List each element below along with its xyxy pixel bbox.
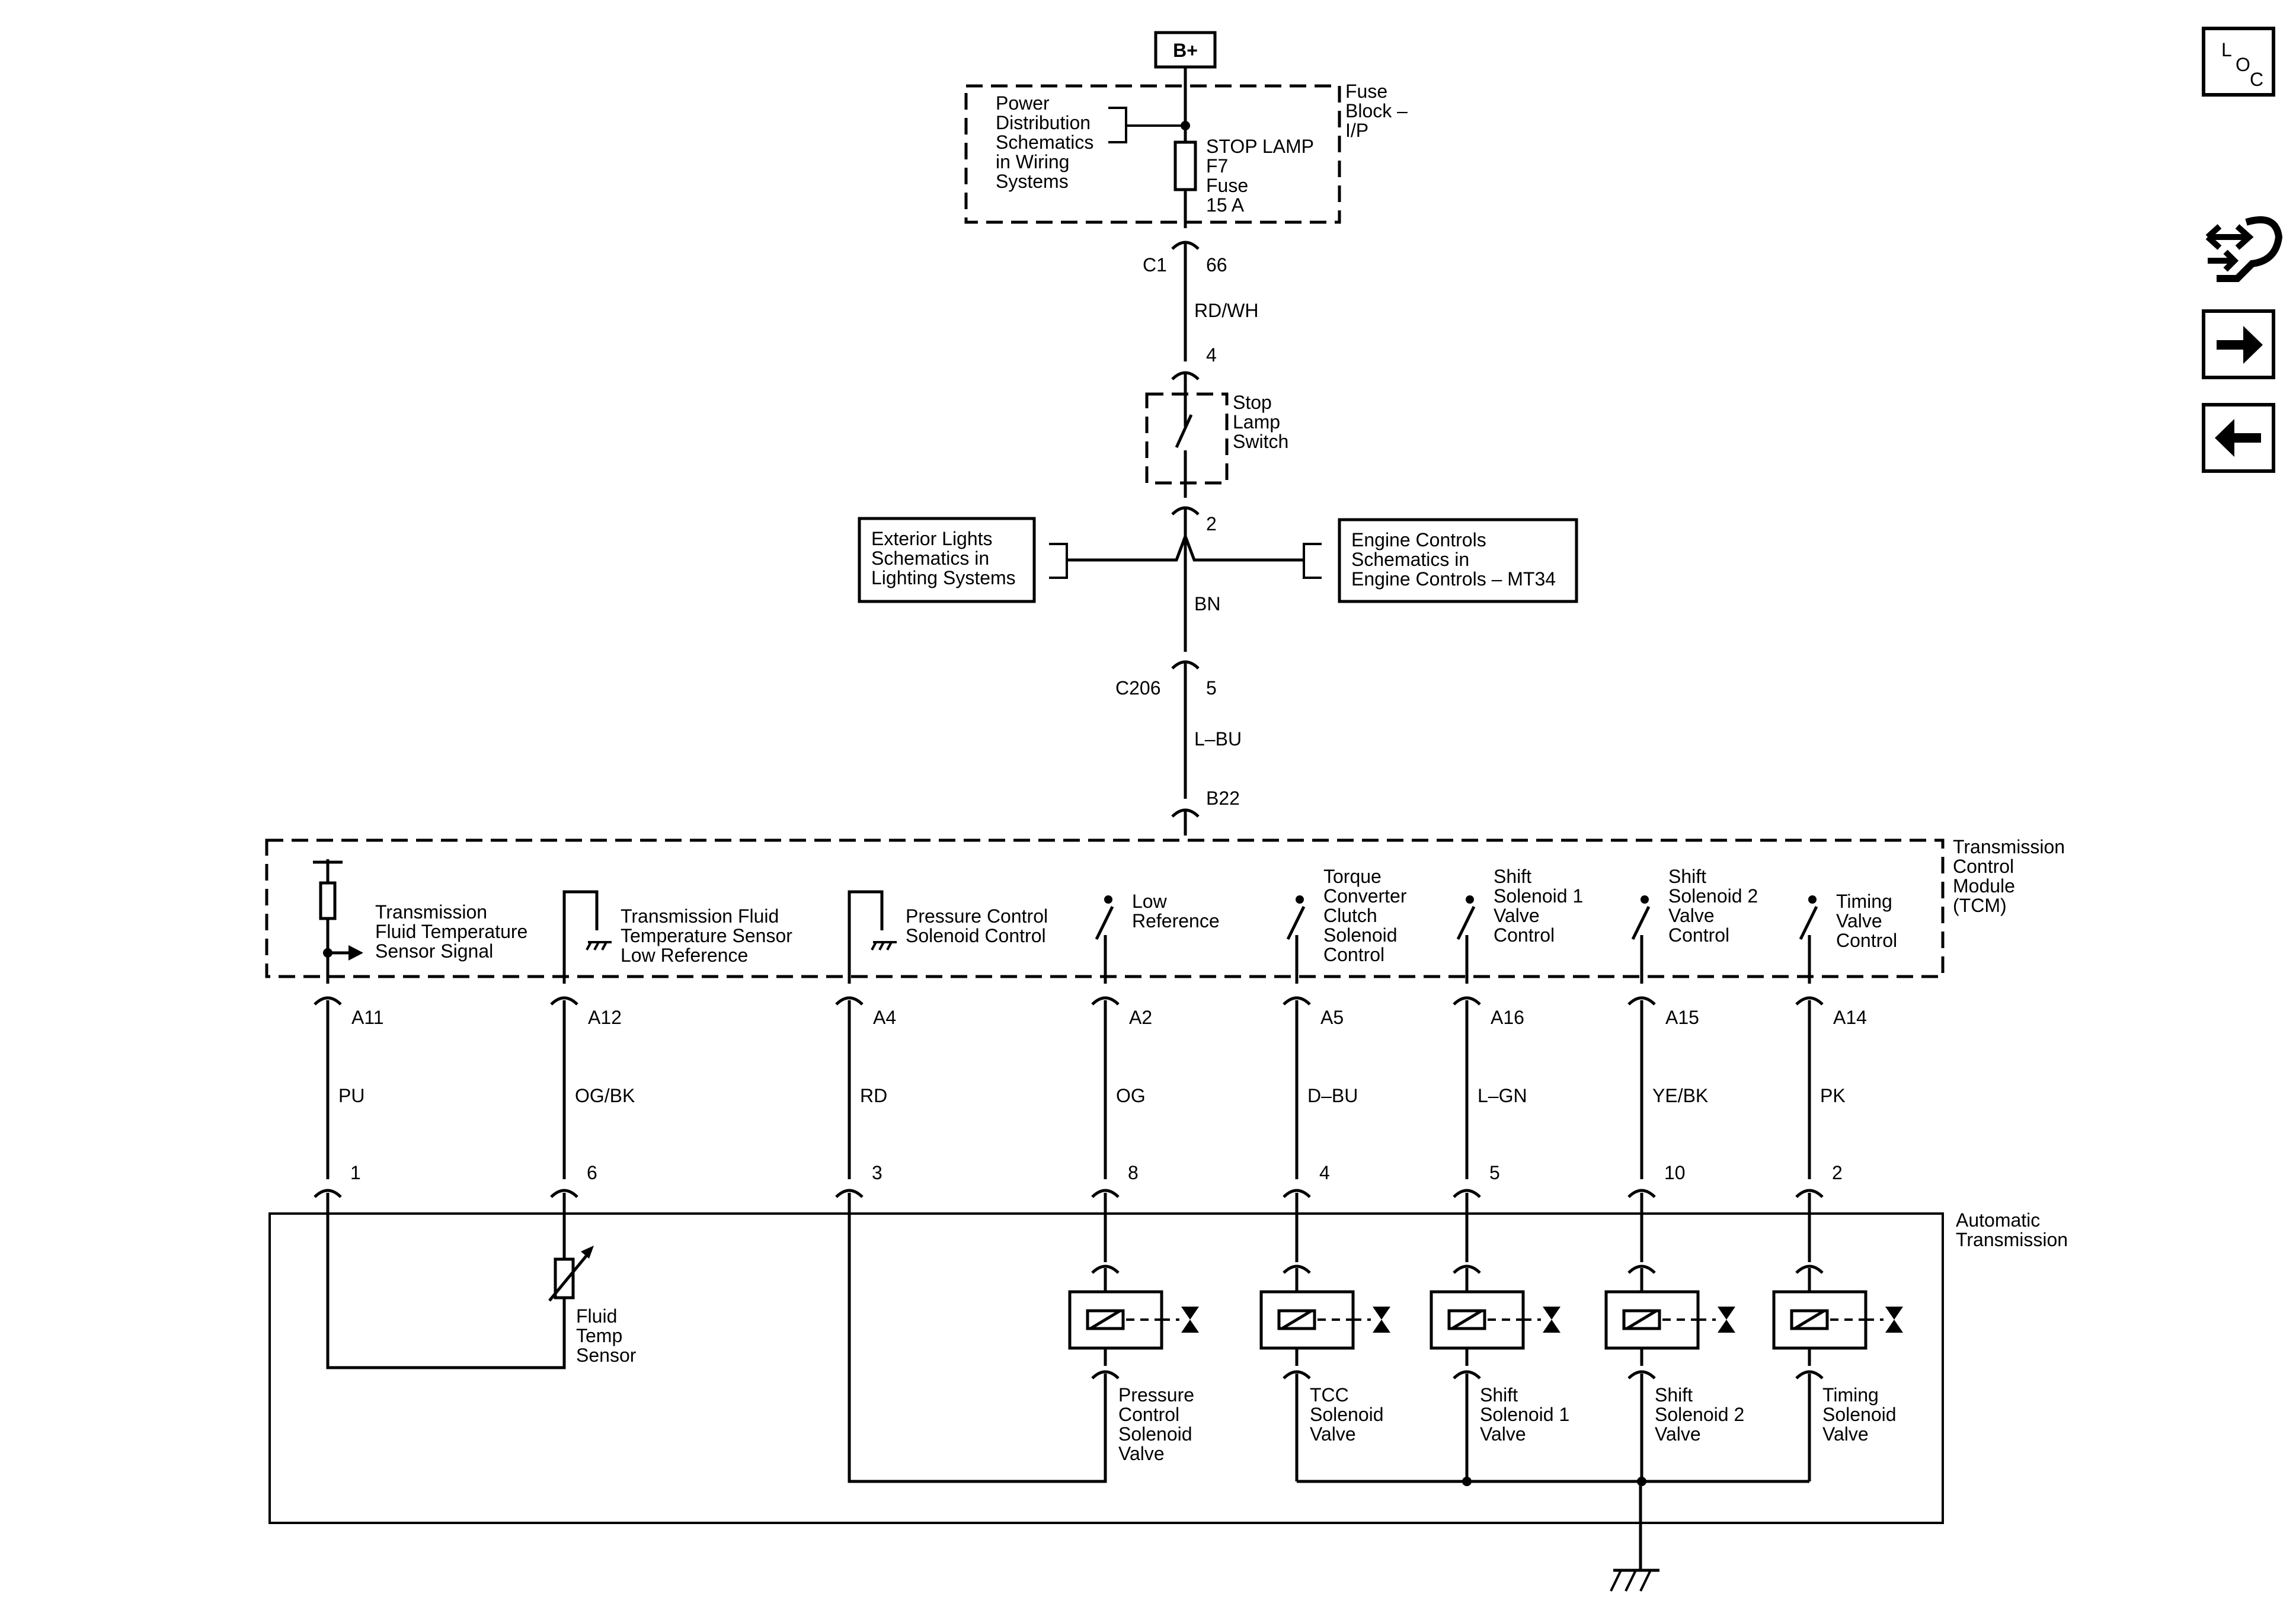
tcm-pin-A4: A4	[873, 1007, 896, 1028]
valve-icon	[1373, 1307, 1390, 1333]
wire-lbu: L–BU	[1194, 728, 1242, 750]
tcm-pin-A14: A14	[1833, 1007, 1867, 1028]
tcm-pin-A5: A5	[1320, 1007, 1344, 1028]
transmission-pin-2: 2	[1832, 1162, 1843, 1183]
wire-color-0: PU	[338, 1085, 364, 1106]
b-plus-label: B+	[1173, 40, 1198, 61]
tcm-resistor	[319, 881, 337, 920]
arrow-right-icon	[2217, 326, 2263, 364]
wire-color-1: OG/BK	[575, 1085, 635, 1106]
valve-icon	[1718, 1307, 1735, 1333]
next-page-button[interactable]	[2202, 309, 2275, 379]
wire-color-5: L–GN	[1478, 1085, 1527, 1106]
c206-pin: 5	[1206, 677, 1217, 699]
c206-name: C206	[1115, 677, 1161, 699]
wire-color-4: D–BU	[1307, 1085, 1358, 1106]
wire-color-7: PK	[1820, 1085, 1846, 1106]
tcm-pin-A12: A12	[588, 1007, 622, 1028]
svg-text:L: L	[2221, 39, 2232, 60]
switch-pin-in: 4	[1206, 344, 1217, 366]
svg-text:O: O	[2236, 54, 2250, 75]
tcm-pin-A2: A2	[1129, 1007, 1152, 1028]
wire-color-3: OG	[1116, 1085, 1146, 1106]
wire-bn: BN	[1194, 593, 1220, 614]
c1-name: C1	[1143, 254, 1167, 276]
fuse-block-box	[964, 84, 1341, 224]
transmission-pin-6: 6	[587, 1162, 597, 1183]
tcm-pin-A16: A16	[1491, 1007, 1524, 1028]
wire-color-2: RD	[860, 1085, 887, 1106]
wrench-arrows-icon[interactable]	[2205, 216, 2283, 282]
valve-icon	[1885, 1307, 1903, 1333]
prev-page-button[interactable]	[2202, 403, 2275, 473]
fuse-f7	[1173, 140, 1197, 191]
exterior-lights-ref-box[interactable]	[858, 517, 1036, 603]
transmission-pin-10: 10	[1664, 1162, 1686, 1183]
transmission-pin-3: 3	[872, 1162, 882, 1183]
valve-icon	[1181, 1307, 1199, 1333]
transmission-pin-1: 1	[350, 1162, 361, 1183]
wire-color-6: YE/BK	[1652, 1085, 1708, 1106]
transmission-pin-4: 4	[1319, 1162, 1330, 1183]
switch-pin-out: 2	[1206, 513, 1217, 534]
engine-controls-ref-box[interactable]	[1338, 518, 1578, 603]
tcm-pin-A15: A15	[1665, 1007, 1699, 1028]
tcm-pin-A11: A11	[351, 1007, 384, 1028]
svg-text:C: C	[2250, 69, 2263, 90]
tcm-pin-b22: B22	[1206, 788, 1240, 809]
wire-rdwh: RD/WH	[1194, 300, 1258, 321]
transmission-pin-8: 8	[1128, 1162, 1139, 1183]
transmission-pin-5: 5	[1489, 1162, 1500, 1183]
c1-pin: 66	[1206, 254, 1227, 276]
loc-icon[interactable]: L O C	[2202, 27, 2275, 97]
arrow-left-icon	[2215, 419, 2261, 457]
valve-icon	[1543, 1307, 1560, 1333]
